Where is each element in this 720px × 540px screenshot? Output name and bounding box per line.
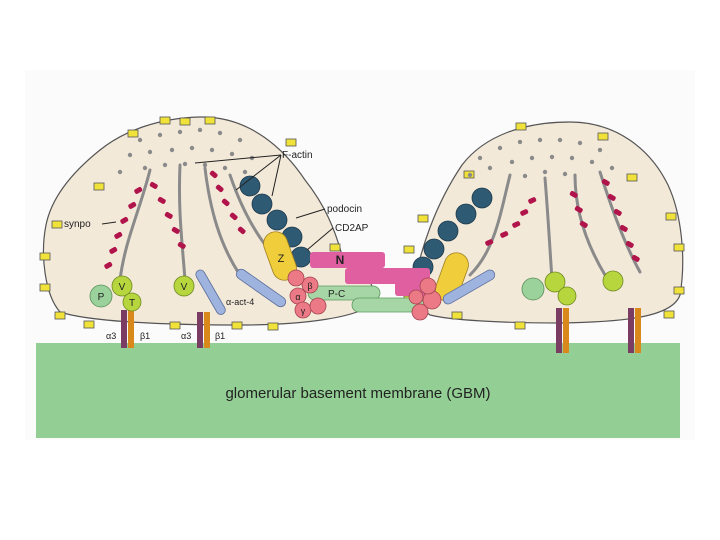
- alpha3-label-1: α3: [106, 331, 116, 341]
- v-protein-right-2: [602, 270, 624, 292]
- p-label: P: [98, 292, 105, 303]
- beta1-label-1: β1: [140, 331, 150, 341]
- membrane-markers: [39, 116, 685, 331]
- gbm-label: glomerular basement membrane (GBM): [225, 385, 490, 402]
- podocin-label: podocin: [327, 204, 362, 215]
- actin-dots-right: [467, 137, 615, 179]
- f-actin-label: F-actin: [282, 150, 313, 161]
- p-protein-right: [521, 277, 545, 301]
- p-cadherin-label: P-C: [328, 289, 345, 300]
- cd2ap-label: CD2AP: [335, 223, 369, 234]
- integrin-right-2: [628, 308, 641, 353]
- v-label-1: V: [119, 282, 126, 293]
- gbm-band: [36, 343, 680, 438]
- t-protein: [122, 292, 142, 312]
- alpha-label: α: [295, 292, 300, 302]
- integrin-left-1: [121, 310, 134, 348]
- beta1-label-2: β1: [215, 331, 225, 341]
- nephrin-label: N: [336, 253, 345, 267]
- synpo-dashes-right: [485, 179, 640, 262]
- podocin-complex-right: [412, 187, 493, 278]
- p-protein: [89, 284, 113, 308]
- z-label: Z: [278, 253, 285, 265]
- t-protein-right: [557, 286, 577, 306]
- alpha-act4-label: α-act-4: [226, 297, 254, 307]
- alpha3-label-2: α3: [181, 331, 191, 341]
- actin-dots-left: [117, 127, 255, 175]
- alpha-actinin-rod-3: [442, 269, 496, 305]
- v-protein-right-1: [544, 271, 566, 293]
- catenin-cluster-left: [287, 269, 327, 319]
- podocin-complex-left: [239, 175, 312, 268]
- integrin-left-2: [197, 312, 210, 348]
- catenin-cluster-right: [408, 277, 442, 321]
- t-label: T: [129, 298, 135, 309]
- alpha-actinin-rod-2: [195, 269, 226, 315]
- gamma-label: γ: [301, 306, 306, 316]
- v-protein-1: [111, 275, 133, 297]
- integrin-right-1: [556, 308, 569, 353]
- synpo-label: synpo: [64, 219, 91, 230]
- beta-label: β: [307, 281, 312, 291]
- synpo-dashes-left: [104, 170, 246, 269]
- v-protein-2: [173, 275, 195, 297]
- v-label-2: V: [181, 282, 188, 293]
- pointer-lines: [101, 154, 334, 251]
- alpha-actinin-rod-1: [235, 268, 287, 308]
